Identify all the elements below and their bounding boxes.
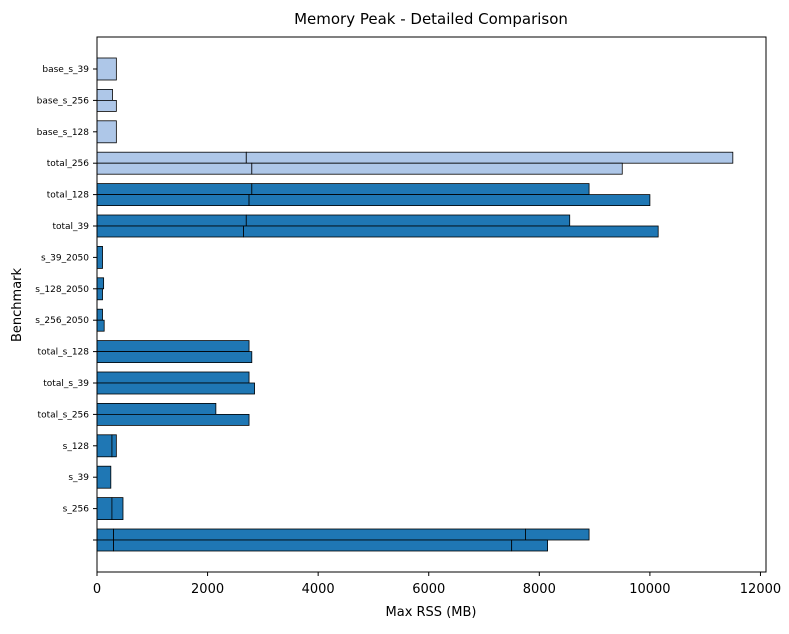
y-tick-label: base_s_256 [37,96,90,106]
bar-segment [96,245,103,269]
bar-segment [111,434,117,458]
x-axis: 0 2000 4000 6000 8000 10000 12000 [93,572,781,597]
bar-segment [96,214,247,227]
y-tick-label: s_39 [68,473,89,483]
bar-segment [245,214,571,227]
x-tick-label: 0 [93,582,101,597]
x-tick-label: 12000 [740,582,781,597]
bar-segment [96,402,217,415]
plot-frame [96,36,767,573]
bar-segment [96,371,250,384]
bar-segment [96,89,113,101]
bar-segment [96,288,103,301]
bar-segment [96,497,113,521]
y-tick-label: total_39 [52,222,89,232]
bar-segment [96,120,117,144]
bar-segment [511,539,549,552]
x-axis-label: Max RSS (MB) [386,605,477,620]
y-tick-label: base_s_128 [37,128,90,138]
x-tick-label: 8000 [523,582,556,597]
bar-segment [113,528,526,541]
y-tick-label: s_256 [63,505,90,515]
bar-segment [96,340,250,353]
bar-segment [96,465,112,489]
bar-segment [96,539,114,552]
x-tick-label: 10000 [629,582,670,597]
y-tick-label: s_39_2050 [41,253,89,263]
bar-segment [96,162,253,175]
bar-segment [96,382,255,395]
y-tick-label: s_128_2050 [35,285,89,295]
y-axis-label: Benchmark [10,268,25,343]
x-tick-label: 2000 [191,582,224,597]
y-tick-label: total_s_256 [38,410,90,420]
bars-layer [96,57,734,552]
bar-segment [111,497,124,521]
bar-segment [96,351,253,364]
y-tick-label: base_s_39 [42,65,89,75]
bar-segment [96,413,250,426]
y-tick-label: total_s_39 [43,379,89,389]
y-axis: base_s_39 base_s_256 base_s_128 total_256to… [35,65,97,541]
bar-segment [113,539,513,552]
y-tick-label: total_128 [47,191,90,201]
bar-segment [248,194,651,207]
bar-segment [96,194,250,207]
y-tick-label: total_s_128 [38,348,90,358]
y-tick-label: total_256 [47,159,90,169]
bar-segment [96,319,105,332]
x-tick-label: 6000 [412,582,445,597]
bar-segment [96,308,103,321]
bar-segment [96,57,117,81]
bar-segment [243,225,659,238]
chart-title: Memory Peak - Detailed Comparison [294,10,568,28]
bar-segment [96,225,244,238]
x-tick-label: 4000 [302,582,335,597]
bar-segment [96,100,117,112]
bar-segment [96,528,114,541]
bar-segment [245,151,734,164]
y-tick-label: s_256_2050 [35,316,89,326]
y-tick-label: s_128 [63,442,90,452]
bar-segment [96,277,105,290]
bar-segment [525,528,590,541]
bar-segment [96,151,247,164]
bar-segment [251,162,623,175]
bar-segment [96,434,113,458]
bar-segment [251,183,590,196]
bar-segment [96,183,253,196]
